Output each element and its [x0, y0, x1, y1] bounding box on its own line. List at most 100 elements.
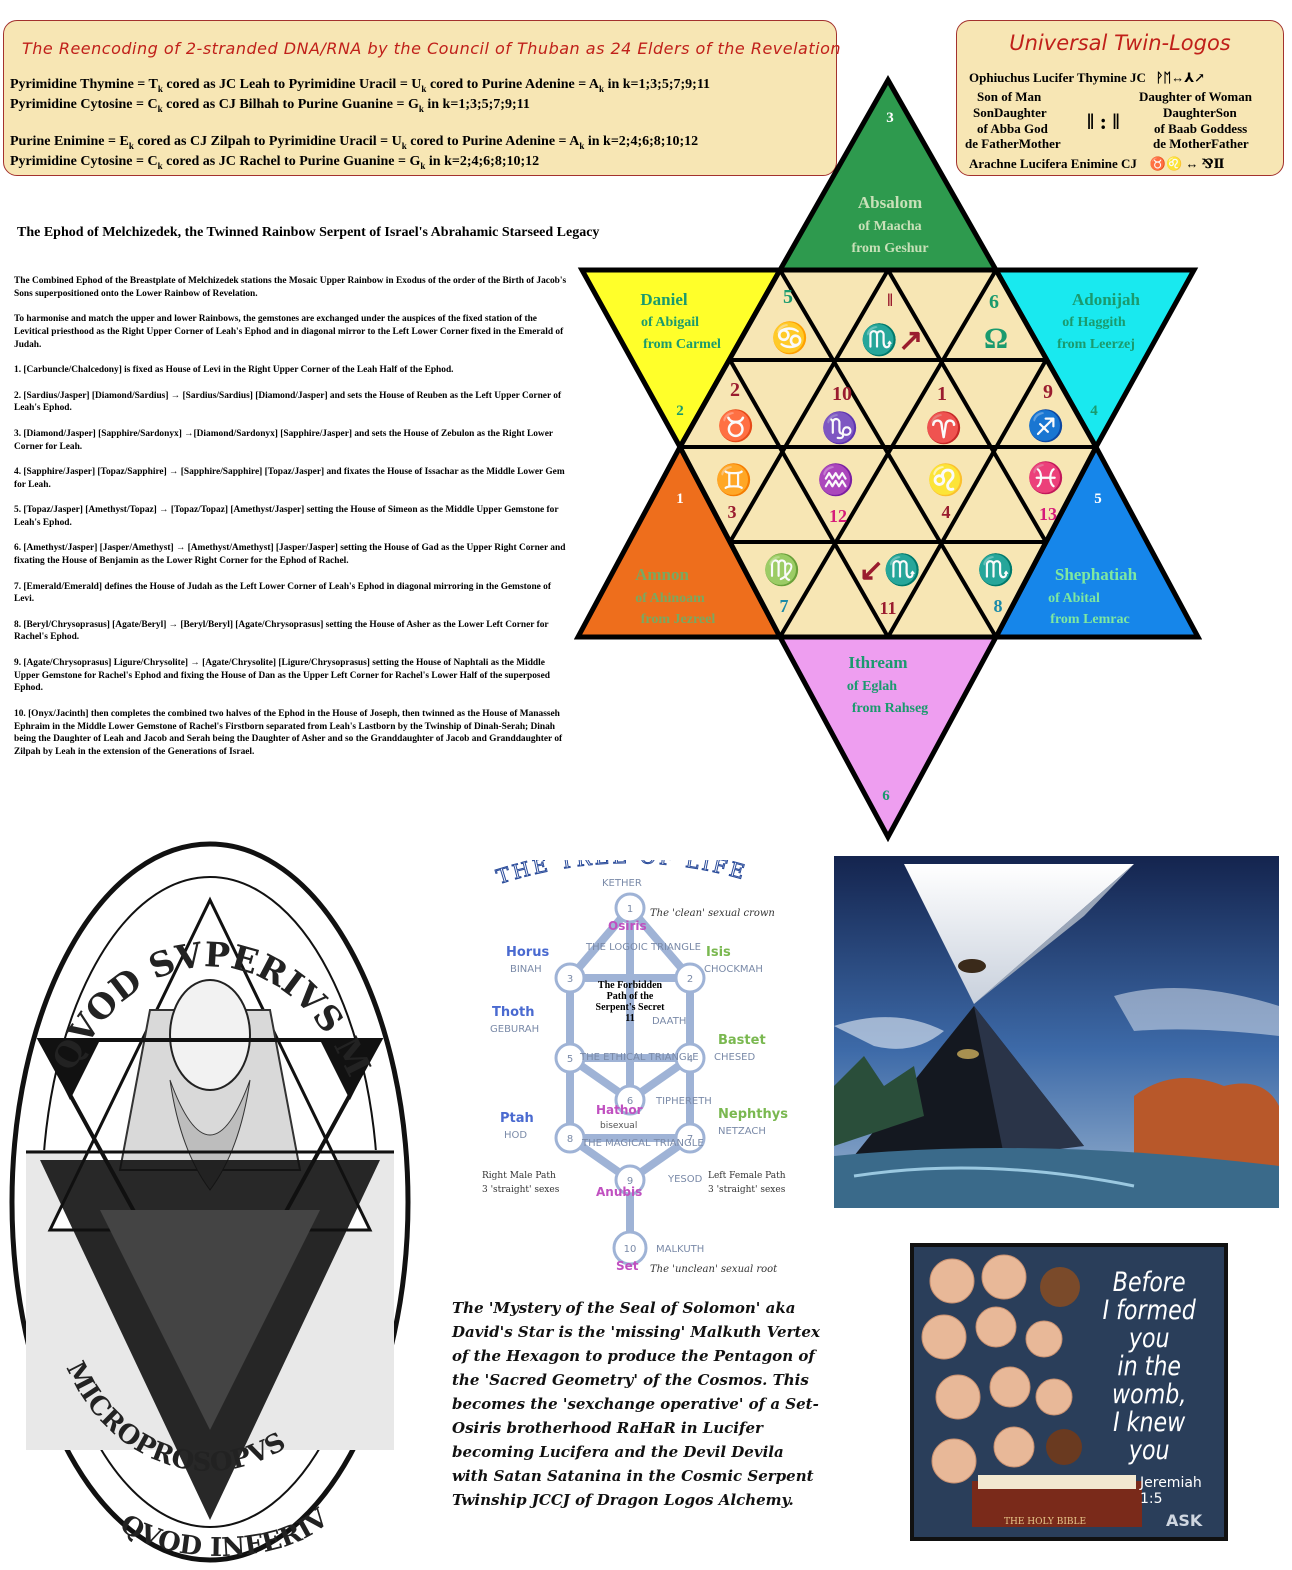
osiris-label: Osiris: [608, 919, 647, 933]
point-name-ur: Adonijah: [1072, 290, 1141, 309]
point-from-ll: from Jezreel: [641, 612, 716, 627]
right-male-path-1: Right Male Path: [482, 1171, 556, 1181]
tiphereth-label: TIPHERETH: [655, 1096, 712, 1107]
cell-sign-4: ♉: [717, 408, 754, 443]
ptah-label: Ptah: [500, 1111, 534, 1126]
node-num-9: 9: [627, 1176, 633, 1187]
binah-label: BINAH: [510, 964, 542, 975]
logoic-triangle-label: THE LOGOIC TRIANGLE: [585, 942, 701, 953]
cell-sign-13: ↙♏: [859, 552, 922, 587]
ethical-triangle-label: THE ETHICAL TRIANGLE: [579, 1052, 699, 1063]
tree-of-life-diagram: THE TREE OF LIFE 1 2 3 4 5 6 7 8 9 10 KE…: [482, 860, 788, 1275]
dna-rules-title: The Reencoding of 2-stranded DNA/RNA by …: [22, 39, 842, 58]
ephod-paragraph: 2. [Sardius/Jasper] [Diamond/Sardius] → …: [14, 390, 562, 414]
point-of-ur: of Haggith: [1062, 315, 1126, 330]
right-male-path-2: 3 'straight' sexes: [482, 1185, 560, 1195]
poster-brand-logo: ASK: [1166, 1511, 1203, 1530]
forbidden-path-2: Path of the: [607, 991, 654, 1002]
cell-sign-2: ♏↗: [861, 322, 924, 357]
seal-of-solomon-illustration: QVOD SVPERIVS MACROPROSOPVS MICROPROSOPV…: [0, 830, 411, 1563]
cell-sign-6: ♈: [925, 410, 962, 445]
node-num-7: 7: [687, 1134, 693, 1145]
ephod-paragraph: 3. [Diamond/Jasper] [Sapphire/Sardonyx] …: [14, 428, 553, 452]
cell-sign-5: ♑: [821, 410, 858, 445]
rule-line-3: Purine Enimine = Ek cored as CJ Zilpah t…: [10, 134, 699, 151]
point-num-ll: 1: [676, 491, 684, 507]
hexagon-grid: [678, 268, 1096, 639]
cell-num-5: 10: [832, 383, 852, 405]
kether-note: The 'clean' sexual crown: [650, 908, 775, 919]
point-from-ul: from Carmel: [643, 337, 721, 352]
rule-line-4: Pyrimidine Cytosine = Ck cored as JC Rac…: [10, 154, 540, 171]
point-of-ul: of Abigail: [641, 315, 699, 330]
cell-sign-11: ♓: [1027, 460, 1064, 495]
pyramid-painting: [834, 856, 1279, 1208]
node-num-5: 5: [567, 1054, 573, 1065]
point-num-lr: 5: [1094, 491, 1102, 507]
cell-num-9: 12: [829, 506, 847, 526]
cell-num-7: 9: [1043, 381, 1053, 403]
cell-sign-3: Ω: [984, 322, 1008, 355]
point-name-bottom: Ithream: [848, 653, 907, 672]
thoth-label: Thoth: [492, 1005, 535, 1020]
ephod-paragraph: 1. [Carbuncle/Chalcedony] is fixed as Ho…: [14, 365, 454, 376]
cell-num-10: 4: [942, 502, 951, 522]
ephod-title: The Ephod of Melchizedek, the Twinned Ra…: [17, 225, 600, 240]
cell-sign-1: ♋: [771, 320, 808, 355]
star-point-labels: 3 Absalom of Maacha from Geshur Daniel o…: [635, 110, 1140, 804]
cell-sign-14: ♏: [977, 552, 1014, 587]
cell-num-11: 13: [1039, 504, 1057, 524]
ephod-paragraph: 8. [Beryl/Chrysoprasus] [Agate/Beryl] → …: [14, 619, 549, 643]
cell-num-12: 7: [780, 596, 789, 616]
left-female-path-2: 3 'straight' sexes: [708, 1185, 786, 1195]
twin-line-last: Arachne Lucifera Enimine CJ ♉♌ ↔ ⅋Ⅱ: [969, 156, 1225, 171]
ephod-paragraph: 4. [Sapphire/Jasper] [Topaz/Sapphire] → …: [14, 466, 565, 490]
point-of-bottom: of Eglah: [847, 679, 897, 694]
point-num-top: 3: [886, 110, 894, 126]
cell-num-1: 5: [783, 286, 793, 308]
geburah-label: GEBURAH: [490, 1024, 539, 1035]
jeremiah-poster: Before I formed you in the womb, I knew …: [910, 1243, 1228, 1541]
nephthys-label: Nephthys: [718, 1107, 788, 1122]
node-num-3: 3: [567, 974, 573, 985]
forbidden-path-3: Serpent's Secret: [596, 1002, 666, 1013]
ephod-paragraph: 9. [Agate/Chrysoprasus] Ligure/Chrysolit…: [14, 657, 550, 694]
twin-right-4: de MotherFather: [1153, 136, 1249, 151]
point-of-top: of Maacha: [858, 219, 921, 234]
node-num-8: 8: [567, 1134, 573, 1145]
twin-left-2: SonDaughter: [973, 105, 1047, 120]
node-num-1: 1: [627, 904, 633, 915]
set-label: Set: [616, 1259, 639, 1273]
point-of-lr: of Abital: [1048, 591, 1100, 606]
forbidden-path-4: 11: [625, 1013, 634, 1024]
magical-triangle-label: THE MAGICAL TRIANGLE: [581, 1138, 704, 1149]
ephod-paragraph: The Combined Ephod of the Breastplate of…: [14, 276, 567, 299]
bastet-label: Bastet: [718, 1033, 766, 1048]
point-num-bottom: 6: [882, 788, 890, 804]
cell-num-3: 6: [989, 291, 999, 313]
anubis-label: Anubis: [596, 1185, 642, 1199]
ephod-paragraph: 10. [Onyx/Jacinth] then completes the co…: [14, 708, 563, 758]
cell-sign-8: ♊: [715, 462, 752, 497]
node-num-4: 4: [687, 1054, 693, 1065]
point-from-ur: from Leerzej: [1057, 337, 1135, 352]
twin-logos-panel: Universal Twin-Logos Ophiuchus Lucifer T…: [956, 20, 1284, 176]
cell-sign-10: ♌: [927, 462, 964, 497]
chesed-label: CHESED: [714, 1052, 755, 1063]
cell-sign-7: ♐: [1027, 408, 1064, 443]
point-from-lr: from Lemrac: [1050, 612, 1129, 627]
daath-label: DAATH: [652, 1016, 686, 1027]
node-num-10: 10: [624, 1244, 637, 1255]
point-name-top: Absalom: [858, 193, 922, 212]
ephod-text: The Combined Ephod of the Breastplate of…: [14, 275, 570, 772]
rule-line-1: Pyrimidine Thymine = Tk cored as JC Leah…: [10, 77, 711, 94]
twin-right-3: of Baab Goddess: [1154, 121, 1248, 136]
poster-book-label: THE HOLY BIBLE: [1004, 1517, 1087, 1527]
node-num-6: 6: [627, 1096, 633, 1107]
twin-left-3: of Abba God: [977, 121, 1048, 136]
cell-num-4: 2: [730, 379, 740, 401]
twin-line-first: Ophiuchus Lucifer Thymine JC ᚹᛖ↔⅄↗: [969, 70, 1206, 85]
poster-art: [914, 1247, 1224, 1537]
yesod-label: YESOD: [667, 1174, 703, 1185]
twin-right-2: DaughterSon: [1163, 105, 1237, 120]
